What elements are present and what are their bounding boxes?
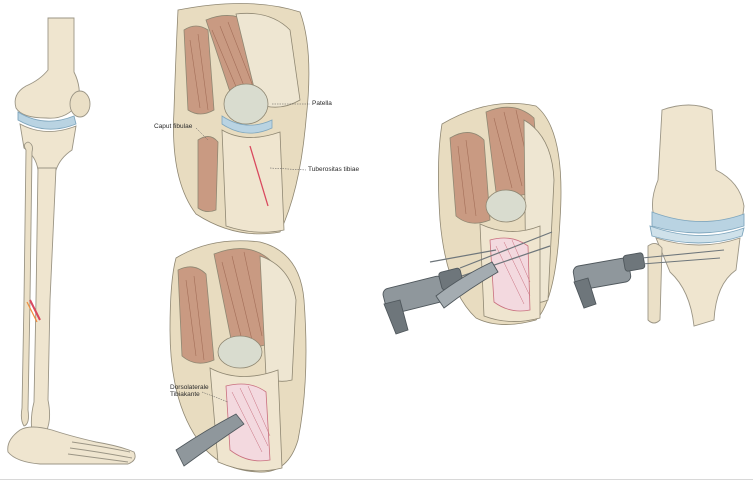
cartilage-far-right [651,211,745,234]
condyle-right [485,189,527,223]
meniscus-anterior [221,115,273,134]
tibia-head [19,123,77,171]
fibula [20,141,33,427]
fibula-head-anterior [197,136,219,212]
femoral-condyle-lateral [217,335,263,369]
retractor-right [435,261,499,309]
tibia-anterior [221,129,285,233]
muscle-right-a [449,132,491,224]
tibia-shaft [30,167,57,433]
wire-left-1 [459,231,553,269]
exposed-tibial-edge [225,383,271,462]
meniscus-far-right [649,225,745,244]
label-patella: Patella [312,100,332,107]
leader-tuberositas [269,167,307,171]
muscle-striations [189,21,257,111]
leg-skeleton [7,17,136,465]
exposed-striations [231,385,271,453]
drill-chuck-right [622,252,646,272]
drill-handle-right [573,277,597,309]
biceps-muscle [177,266,215,364]
drill-handle-left [383,299,409,335]
toes [67,441,133,463]
wire-right-2 [641,257,721,265]
knee-anterior-view [173,3,310,235]
muscle-striations-lateral [185,251,263,361]
incision-line-anterior [249,145,269,207]
retractor-lateral [175,413,245,467]
tibia-incision-mark [26,299,41,323]
tibia-far-right [655,237,741,327]
label-caput-fibulae: Caput fibulae [154,123,193,130]
label-dorsolaterale-line2: Tibiakante [170,391,200,399]
patella-bone [69,90,91,118]
wire-left-3 [429,249,497,263]
page-divider [0,479,753,480]
leader-dorsolaterale [201,391,229,403]
patella-anterior [223,83,269,125]
label-dorsolaterale-line1: Dorsolaterale [170,384,209,391]
drill-instrument-left [382,231,553,335]
knee-cartilage [17,111,77,130]
label-tuberositas-tibiae: Tuberositas tibiae [308,166,360,173]
fibula-far-right [647,243,663,324]
vastus-lateralis [183,25,215,115]
knee-bones-view [647,104,745,327]
wire-right-1 [641,249,725,259]
knee-instrument-view [438,102,562,325]
label-dorsolaterale-tibiakante: Dorsolaterale Tibiakante [170,384,230,399]
knee-lateral-view [169,240,307,473]
leader-caput [195,127,209,141]
foot [7,426,136,465]
femur-far-right [652,104,745,228]
drill-instrument-right [572,249,725,309]
